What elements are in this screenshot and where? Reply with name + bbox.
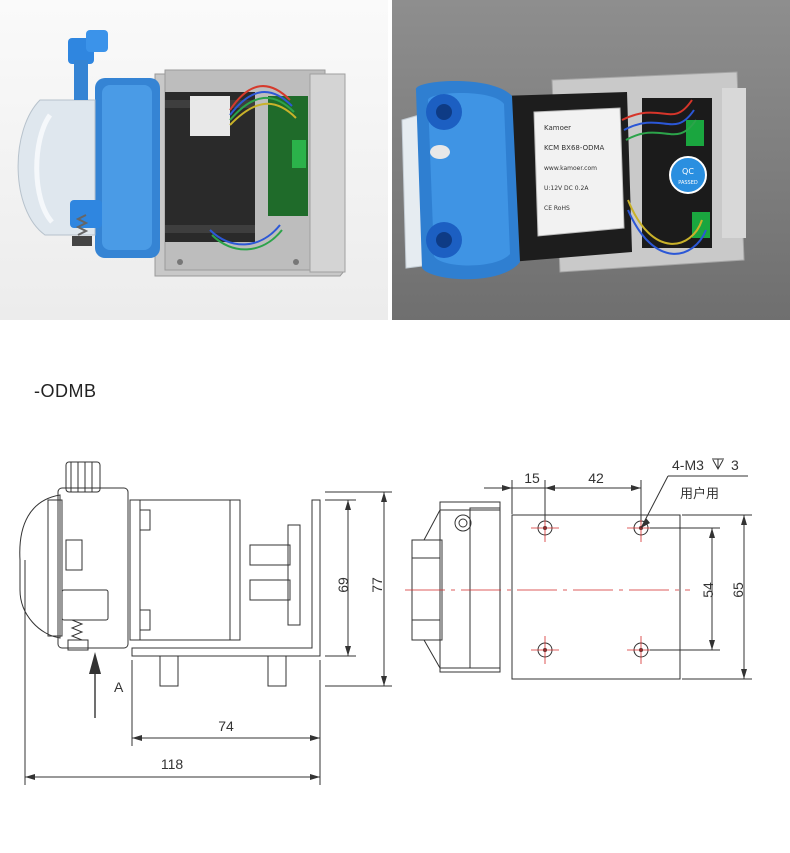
dim-42: 42 — [588, 470, 604, 486]
dim-69: 69 — [335, 577, 351, 593]
front-view-motor-outline — [511, 514, 681, 680]
hole-note: 用户用 — [680, 486, 719, 502]
motor-label-line-1: Kamoer — [544, 124, 571, 132]
head-cover-outline — [19, 494, 61, 639]
motor-label-line-3: www.kamoer.com — [544, 165, 597, 172]
qc-sticker-line-2: PASSED — [678, 180, 698, 186]
view-arrow-label: A — [114, 679, 124, 695]
motor-outline — [129, 499, 241, 641]
head-fitting-outline — [65, 461, 101, 493]
motor-label-line-5: CE RoHS — [544, 205, 570, 212]
head-body-outline — [57, 487, 129, 649]
pump-angle-illustration: Kamoer KCM BX68-ODMA www.kamoer.com U:12… — [401, 71, 746, 280]
pump-side-illustration — [17, 30, 346, 277]
dim-77: 77 — [369, 577, 385, 593]
motor-label-line-4: U:12V DC 0.2A — [544, 185, 589, 192]
hole-depth: 3 — [731, 457, 739, 473]
dim-65: 65 — [730, 582, 746, 598]
dim-74: 74 — [218, 718, 234, 734]
motor-label-line-2: KCM BX68-ODMA — [544, 144, 605, 152]
qc-sticker-line-1: QC — [682, 167, 694, 176]
depth-icon — [712, 458, 724, 471]
mounting-holes — [537, 520, 649, 658]
dim-15: 15 — [524, 470, 540, 486]
dimension-drawing: A 74 118 69 77 — [19, 457, 752, 785]
pump-side-photo — [0, 0, 388, 320]
pump-angle-photo: Kamoer KCM BX68-ODMA www.kamoer.com U:12… — [392, 0, 790, 320]
dim-54: 54 — [700, 582, 716, 598]
hole-spec: 4-M3 — [672, 457, 704, 473]
model-label: -ODMB — [34, 381, 97, 401]
dim-118: 118 — [161, 756, 184, 772]
bracket-outline — [131, 499, 321, 657]
view-arrow-a: A — [89, 652, 124, 718]
